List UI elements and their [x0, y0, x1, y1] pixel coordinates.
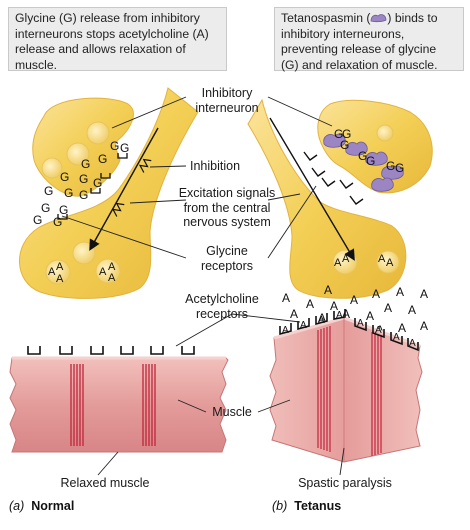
muscle-striations	[70, 364, 156, 446]
acetylcholine-molecule: A	[375, 325, 382, 336]
tetanospasmin-icon	[323, 133, 404, 192]
glycine-molecule: G	[79, 172, 88, 186]
acetylcholine-molecule: A	[324, 283, 332, 297]
label-excitation-signals: Excitation signals from the central nerv…	[178, 186, 276, 229]
right-inhibitory-interneuron	[317, 99, 433, 194]
caption-tetanus: Tetanospasmin () binds to inhibitory int…	[274, 7, 464, 72]
right-neurons	[247, 98, 433, 299]
acetylcholine-molecule: A	[330, 299, 338, 313]
left-neurons	[19, 87, 199, 299]
label-acetylcholine-receptors: Acetylcholine receptors	[185, 292, 259, 321]
acetylcholine-molecule: A	[398, 321, 406, 335]
glycine-molecule: G	[41, 201, 50, 215]
left-acetylcholine-in-vesicles: A A A A A A	[48, 261, 116, 285]
panel-title-normal: Normal	[31, 499, 75, 513]
panel-letter-a: (a)	[9, 499, 25, 513]
label-spastic-paralysis: Spastic paralysis	[298, 476, 392, 490]
acetylcholine-molecule: A	[282, 325, 289, 336]
label-relaxed-muscle: Relaxed muscle	[60, 476, 150, 490]
caption-tetanus-text-start: Tetanospasmin (	[281, 11, 371, 25]
label-inhibition: Inhibition	[190, 159, 241, 173]
acetylcholine-receptors-right	[279, 309, 419, 352]
glycine-molecule: G	[342, 127, 351, 141]
glycine-molecule: G	[33, 213, 42, 227]
acetylcholine-molecule: A	[350, 293, 358, 307]
glycine-molecule: G	[53, 215, 62, 229]
acetylcholine-molecule: A	[386, 257, 394, 269]
glycine-molecule: G	[60, 170, 69, 184]
glycine-molecule: G	[79, 188, 88, 202]
glycine-molecule: G	[340, 138, 349, 152]
glycine-molecule: G	[395, 161, 404, 175]
tetanospasmin-icon	[371, 14, 387, 23]
glycine-molecule: G	[59, 203, 68, 217]
acetylcholine-molecule: A	[56, 273, 64, 285]
glycine-molecule: G	[358, 149, 367, 163]
acetylcholine-molecule: A	[396, 285, 404, 299]
leader-lines	[61, 96, 345, 476]
left-muscle	[9, 346, 229, 453]
caption-normal-text: Glycine (G) release from inhibitory inte…	[15, 11, 209, 72]
label-muscle: Muscle	[212, 405, 252, 419]
acetylcholine-molecule: A	[108, 272, 116, 284]
glycine-molecule: G	[64, 186, 73, 200]
acetylcholine-molecule: A	[336, 310, 343, 321]
left-glycine-molecules: G G G G G G G G G G G G G G	[33, 139, 129, 229]
acetylcholine-molecule: A	[318, 315, 325, 326]
panel-letter-b: (b)	[272, 499, 288, 513]
acetylcholine-molecule: A	[306, 297, 314, 311]
panel-label-tetanus: (b) Tetanus	[272, 499, 341, 513]
acetylcholine-molecule: A	[357, 318, 364, 329]
bound-acetylcholine: A A A A A A A A	[282, 310, 416, 349]
glycine-molecule: G	[44, 184, 53, 198]
acetylcholine-molecule: A	[384, 301, 392, 315]
arrow-down-icon	[89, 127, 159, 251]
caption-tetanus-text-end: ) binds to inhibitory interneurons, prev…	[281, 11, 438, 72]
acetylcholine-molecule: A	[300, 320, 307, 331]
acetylcholine-molecule: A	[108, 261, 116, 273]
acetylcholine-molecule: A	[290, 307, 298, 321]
label-inhibitory-interneuron: Inhibitory interneuron	[195, 86, 259, 115]
glycine-molecule: G	[366, 154, 375, 168]
glycine-molecule: G	[334, 127, 343, 141]
acetylcholine-molecule: A	[342, 307, 350, 321]
acetylcholine-molecule: A	[56, 261, 64, 273]
glycine-molecule: G	[98, 152, 107, 166]
acetylcholine-receptors-left	[27, 346, 195, 355]
arrow-down-icon	[269, 117, 355, 261]
muscle-striations	[317, 326, 382, 456]
panel-label-normal: (a) Normal	[9, 499, 74, 513]
acetylcholine-molecule: A	[99, 266, 107, 278]
acetylcholine-molecule: A	[366, 309, 374, 323]
acetylcholine-molecule: A	[48, 266, 56, 278]
glycine-molecule: G	[81, 157, 90, 171]
acetylcholine-molecule: A	[342, 253, 350, 265]
glycine-molecule: G	[93, 176, 102, 190]
left-excitatory-axon	[19, 87, 199, 299]
caption-normal: Glycine (G) release from inhibitory inte…	[8, 7, 227, 72]
acetylcholine-molecule: A	[420, 319, 428, 333]
right-acetylcholine-in-vesicles: A A A A	[334, 253, 394, 269]
acetylcholine-molecule: A	[372, 287, 380, 301]
acetylcholine-molecule: A	[408, 303, 416, 317]
acetylcholine-molecule: A	[420, 287, 428, 301]
acetylcholine-molecule: A	[378, 253, 386, 265]
right-muscle: A A A A A A A A	[269, 309, 423, 463]
acetylcholine-molecule: A	[409, 338, 416, 349]
acetylcholine-molecule: A	[393, 332, 400, 343]
glycine-molecule: G	[386, 159, 395, 173]
acetylcholine-molecule: A	[318, 311, 326, 325]
label-glycine-receptors: Glycine receptors	[200, 244, 254, 273]
right-glycine-molecules: G G G G G G G	[334, 127, 404, 175]
glycine-molecule: G	[120, 141, 129, 155]
acetylcholine-molecule: A	[282, 291, 290, 305]
panel-title-tetanus: Tetanus	[294, 499, 342, 513]
glycine-molecule: G	[110, 139, 119, 153]
acetylcholine-molecule: A	[334, 257, 342, 269]
